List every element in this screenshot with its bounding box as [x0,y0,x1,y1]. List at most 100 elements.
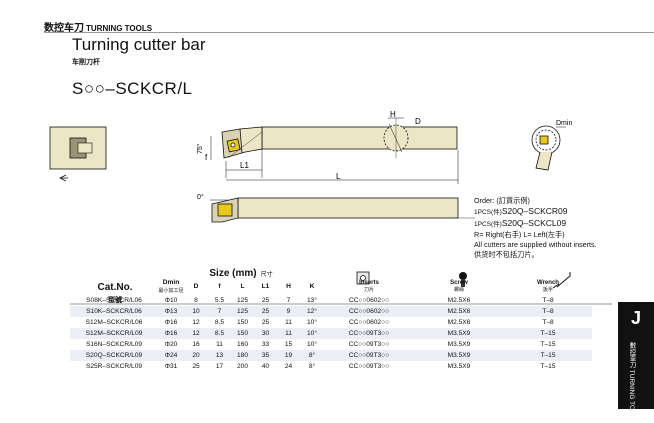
table-cell: T–8 [542,319,554,326]
order-code-2: S20Q–SCKCL09 [501,218,567,228]
table-cell: 40 [261,363,270,370]
label-h: H [390,110,396,119]
table-cell: 10 [184,306,208,317]
table-cell: 25 [261,319,270,326]
col-f: f [218,283,221,290]
table-cell: 25 [254,306,277,317]
table-cell: 10° [300,328,324,339]
table-cell: M3.5X9 [447,341,471,348]
tool-drawings: 75° f L1 L H D 0° Dmin [49,110,612,305]
side-tab-letter: J [630,308,641,328]
table-cell: Φ16 [164,319,178,326]
table-cell: 17 [215,363,224,370]
table-cell: Φ10 [164,297,178,304]
table-cell: 33 [261,341,270,348]
table-cell: S12M–SCKCR/L09 [70,328,158,339]
table-cell: T–8 [504,306,592,317]
order-qty-2: 1PCS(件) [474,221,502,228]
label-angle-75: 75° [196,143,204,154]
order-note-cn: 供货时不包括刀片。 [474,250,539,259]
page-subtitle: 车削刀杆 [72,59,100,66]
table-cell: S08K–SCKCR/L06 [86,297,142,304]
table-cell: 19 [277,350,300,361]
table-cell: S10K–SCKCR/L06 [70,306,158,317]
table-cell: 8.5 [208,328,231,339]
table-cell: M2.5X6 [447,297,471,304]
header-en: TURNING TOOLS [86,24,153,33]
table-cell: CC○○09T3○○ [324,328,414,339]
table-cell: T–15 [540,341,556,348]
table-cell: 10° [307,341,317,348]
table-cell: CC○○0602○○ [348,297,390,304]
label-l: L [336,172,341,181]
insert-view-drawing [49,126,107,182]
table-cell: 180 [231,350,254,361]
order-code-1: S20Q–SCKCR09 [501,206,568,216]
table-cell: S16N–SCKCR/L09 [85,341,143,348]
col-l: L [240,283,245,290]
table-cell: M3.5X9 [447,363,471,370]
table-cell: T–15 [504,328,592,339]
table-cell: Φ16 [158,328,184,339]
dmin-view-drawing [531,125,566,171]
table-cell: 5.5 [214,297,225,304]
col-d: D [193,283,199,290]
table-cell: 12° [300,306,324,317]
page-title: Turning cutter bar [72,35,206,54]
top-view-drawing [210,117,459,184]
label-l1: L1 [240,161,249,170]
order-qty-1: 1PCS(件) [474,209,502,216]
table-cell: M3.5X9 [414,350,504,361]
wrench-icon [552,272,571,289]
cat-no-cn-label: 型號 [108,297,122,304]
table-cell: CC○○0602○○ [348,319,390,326]
order-heading: Order: (訂貨示例) [474,196,530,205]
table-cell: Φ31 [164,363,178,370]
table-cell: 8 [194,297,198,304]
screw-icon [459,272,467,287]
table-cell: M2.5X6 [414,306,504,317]
label-d: D [415,117,421,126]
table-cell: 20 [184,350,208,361]
table-cell: 150 [231,328,254,339]
insert-icon [356,271,370,285]
table-cell: CC○○0602○○ [324,306,414,317]
order-box: Order: (訂貨示例) 1PCS(件)S20Q–SCKCR09 1PCS(件… [474,196,597,260]
table-cell: S25R–SCKCR/L09 [85,363,143,370]
table-cell: 25 [192,363,200,370]
col-l1: L1 [261,283,270,290]
table-cell: 15 [284,341,293,348]
cat-no-header: Cat.No. 型號 [72,282,158,305]
table-cell: 10° [307,319,317,326]
label-angle-0: 0° [197,193,204,201]
table-cell: T–15 [504,350,592,361]
table-cell: 12 [184,328,208,339]
table-cell: S20Q–SCKCR/L09 [70,350,158,361]
cat-no-label: Cat.No. [97,282,133,293]
size-heading: Size (mm)尺寸 [209,268,273,279]
header-cn: 数控车刀 [44,23,84,34]
label-dmin: Dmin [556,120,572,127]
table-cell: Φ24 [158,350,184,361]
table-cell: CC○○09T3○○ [348,363,390,370]
model-code: S○○–SCKCR/L [72,79,193,98]
section-side-tab: J 數控車刀 TURNING TOOLS [618,302,654,423]
table-cell: S12M–SCKCR/L06 [85,319,143,326]
table-cell: Φ20 [164,341,178,348]
table-cell: 30 [254,328,277,339]
table-cell: 150 [236,319,248,326]
table-cell: 35 [254,350,277,361]
